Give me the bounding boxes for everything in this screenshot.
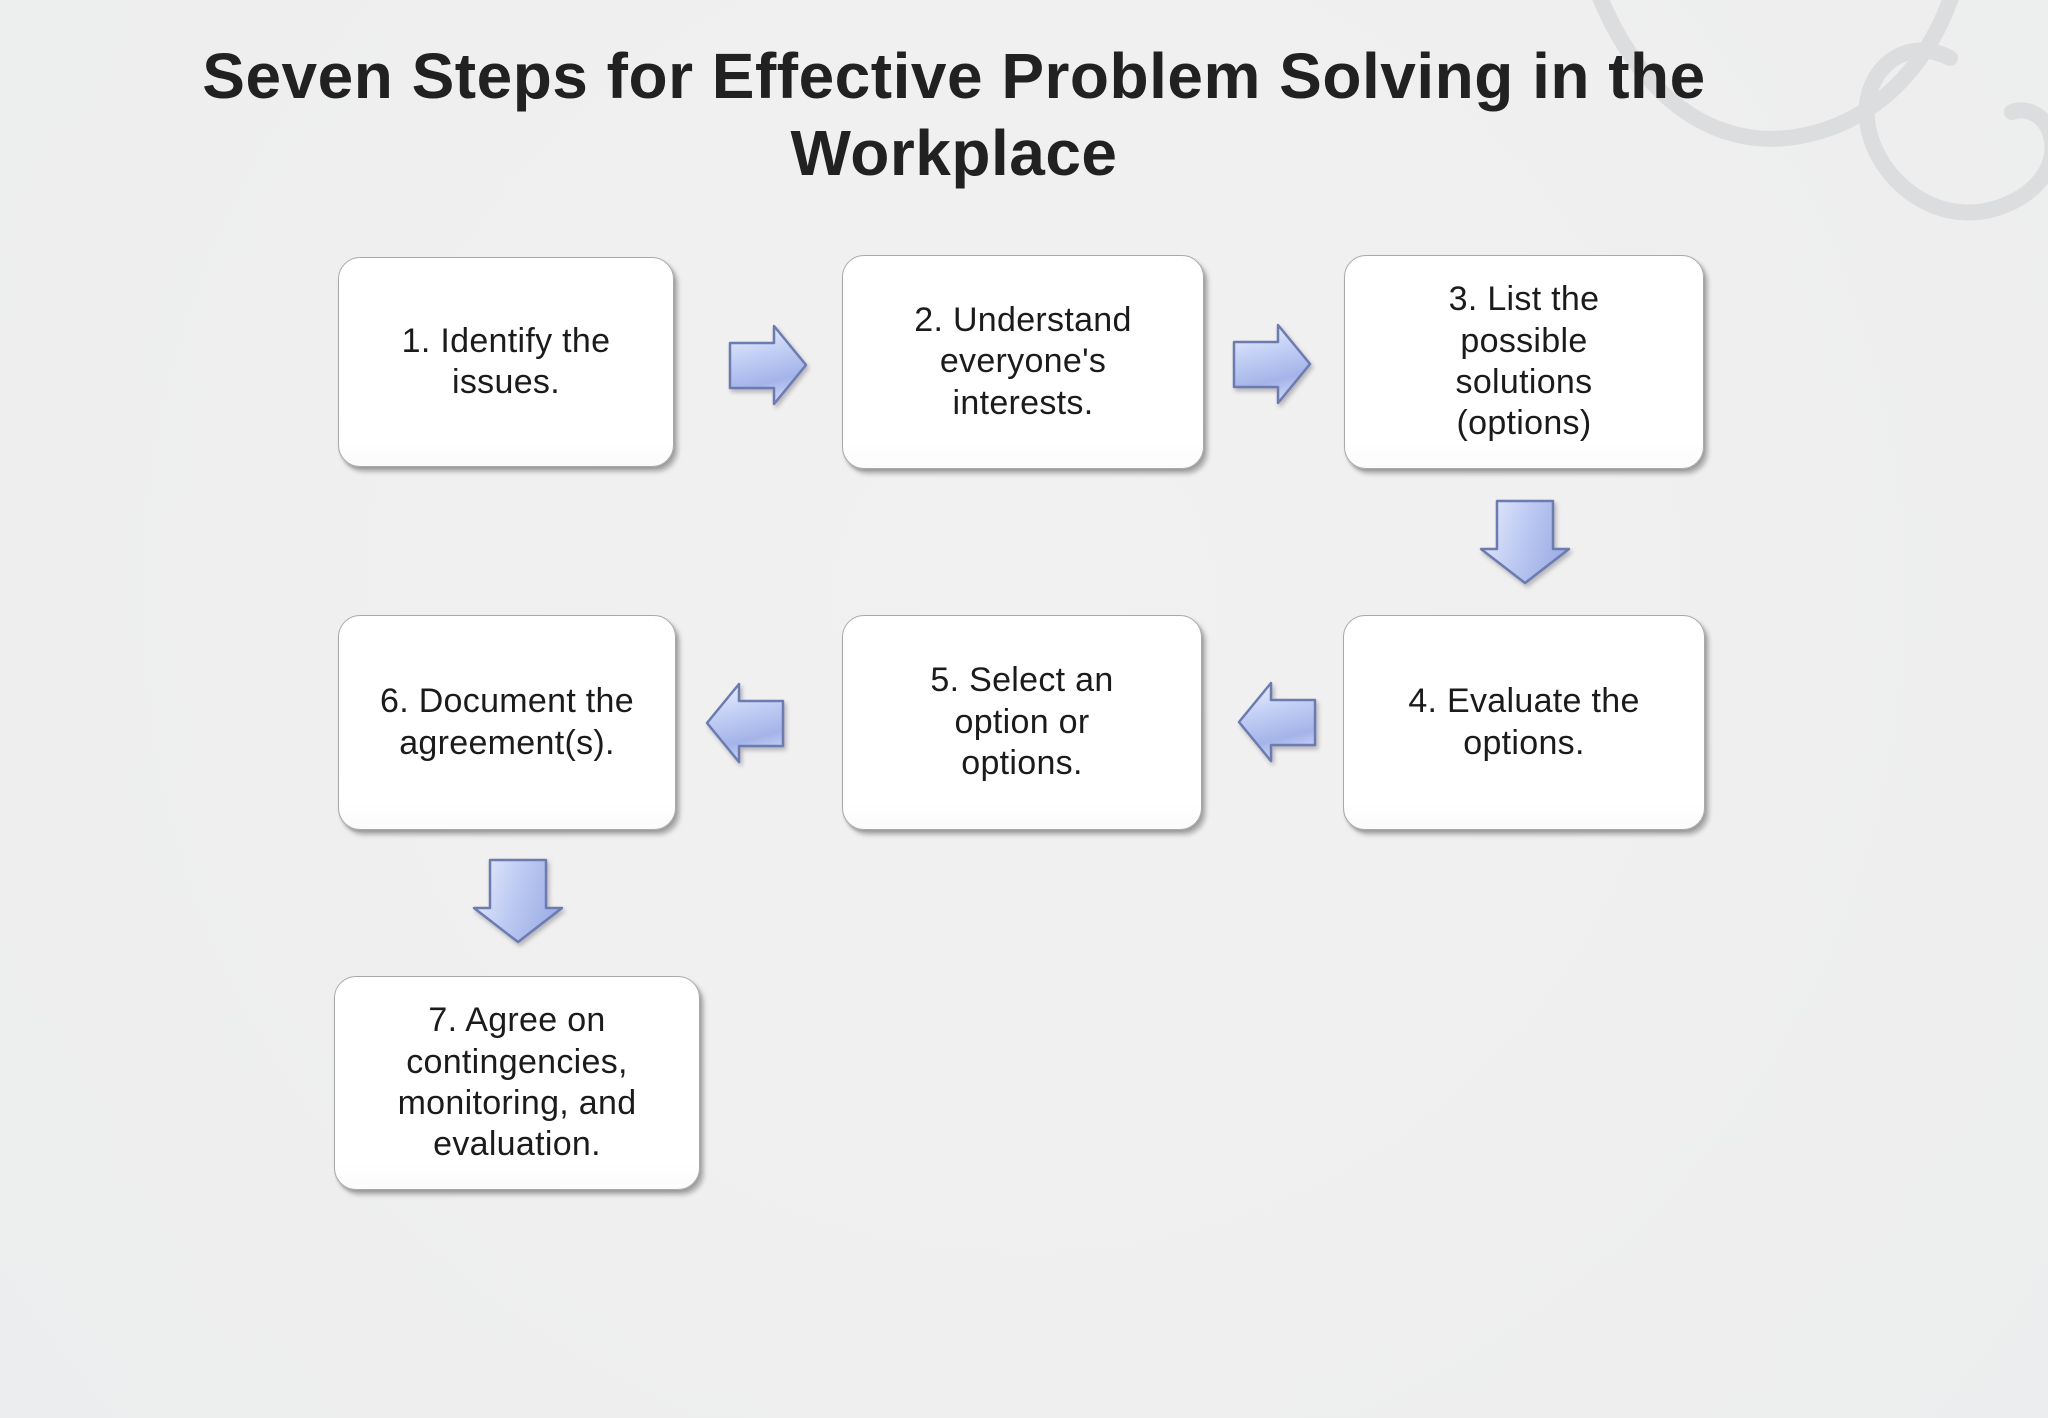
step-box-4: 4. Evaluate the options.	[1343, 615, 1705, 830]
arrow-1-to-2-right-icon	[728, 324, 808, 406]
step-box-5: 5. Select an option or options.	[842, 615, 1202, 830]
step-box-3: 3. List the possible solutions (options)	[1344, 255, 1704, 469]
step-box-1: 1. Identify the issues.	[338, 257, 674, 467]
arrow-2-to-3-right-icon	[1232, 323, 1312, 405]
step-box-7: 7. Agree on contingencies, monitoring, a…	[334, 976, 700, 1190]
step-label-3: 3. List the possible solutions (options)	[1448, 280, 1600, 443]
step-label-2: 2. Understand everyone's interests.	[914, 300, 1132, 422]
step-label-6: 6. Document the agreement(s).	[380, 682, 634, 762]
arrow-3-to-4-down-icon	[1479, 499, 1571, 585]
arrow-4-to-5-left-icon	[1237, 681, 1317, 763]
page-title: Seven Steps for Effective Problem Solvin…	[202, 40, 1706, 189]
arrow-6-to-7-down-icon	[472, 858, 564, 944]
step-label-4: 4. Evaluate the options.	[1408, 682, 1640, 762]
step-label-5: 5. Select an option or options.	[930, 661, 1114, 783]
step-box-6: 6. Document the agreement(s).	[338, 615, 676, 830]
step-box-2: 2. Understand everyone's interests.	[842, 255, 1204, 469]
arrow-5-to-6-left-icon	[705, 682, 785, 764]
step-label-7: 7. Agree on contingencies, monitoring, a…	[397, 1001, 637, 1164]
step-label-1: 1. Identify the issues.	[401, 321, 611, 401]
